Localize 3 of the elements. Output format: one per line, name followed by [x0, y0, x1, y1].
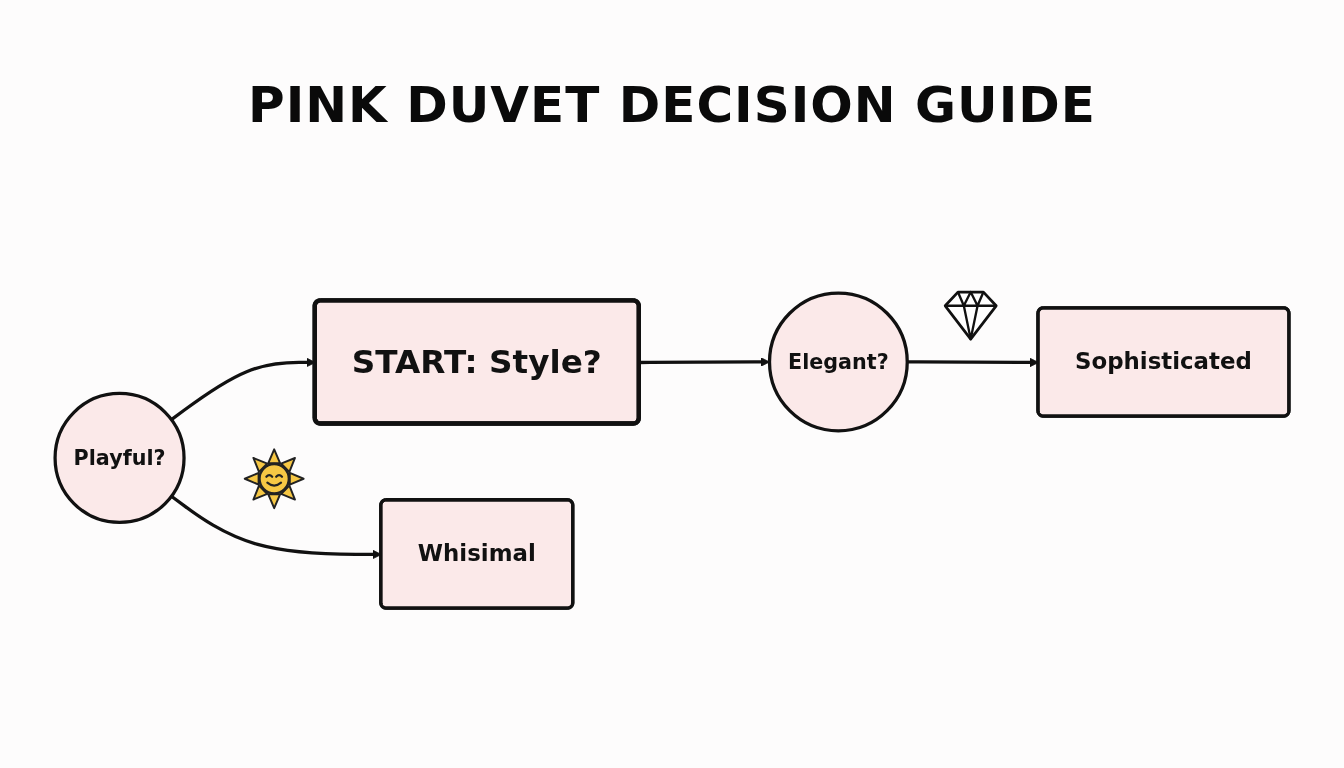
node-circle: Elegant?: [767, 291, 909, 433]
diagram-title: PINK DUVET DECISION GUIDE: [248, 78, 1096, 133]
node-circle: Playful?: [53, 392, 186, 525]
